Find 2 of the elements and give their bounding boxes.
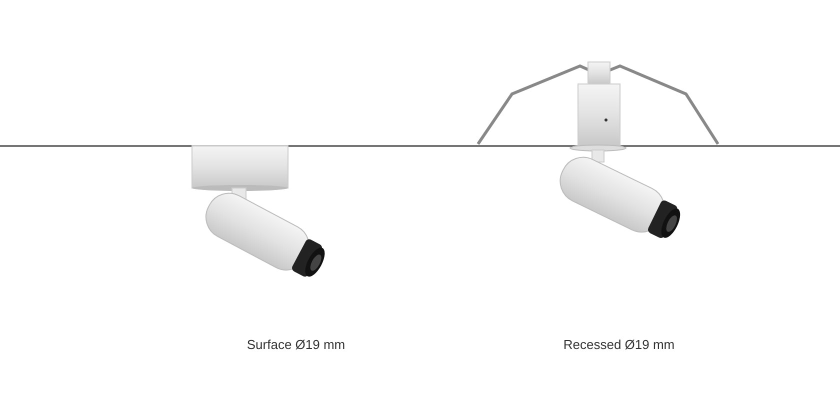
caption: Recessed Ø19 mm: [563, 337, 675, 352]
caption: Surface Ø19 mm: [246, 337, 346, 352]
